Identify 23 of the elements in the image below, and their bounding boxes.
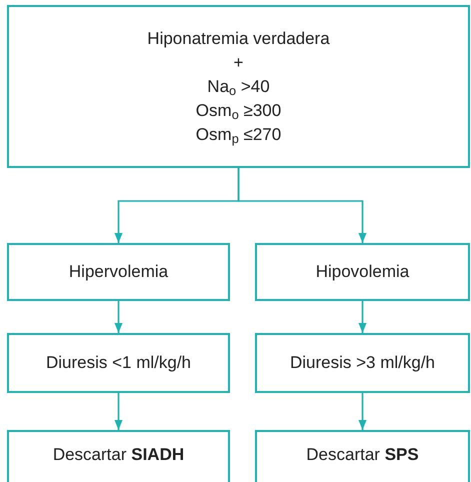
box-text: Hipervolemia: [68, 261, 168, 283]
process-box: [255, 430, 470, 482]
process-box: [7, 5, 470, 168]
box-text: Hipovolemia: [316, 261, 410, 283]
box-text: Osm$_{p}$ ≤270: [196, 124, 282, 146]
arrow: [114, 301, 122, 333]
process-box: [255, 243, 470, 301]
arrow: [358, 301, 366, 333]
process-box: [255, 333, 470, 393]
box-text: Descartar SPS: [306, 444, 419, 466]
box-text: Osm$_{o}$ ≥300: [196, 100, 282, 122]
box-text: Descartar SIADH: [52, 444, 184, 466]
box-text: Hiponatremia verdadera: [147, 28, 330, 50]
process-box: [7, 333, 230, 393]
arrow: [114, 393, 122, 430]
box-text: Diuresis >3 ml/kg/h: [290, 352, 436, 374]
box-text: Diuresis <1 ml/kg/h: [46, 352, 192, 374]
arrow: [238, 168, 366, 243]
process-box: [7, 430, 230, 482]
process-box: [7, 243, 230, 301]
arrow: [358, 393, 366, 430]
box-text: +: [234, 52, 244, 74]
box-text: Na$_{o}$ >40: [207, 76, 270, 98]
